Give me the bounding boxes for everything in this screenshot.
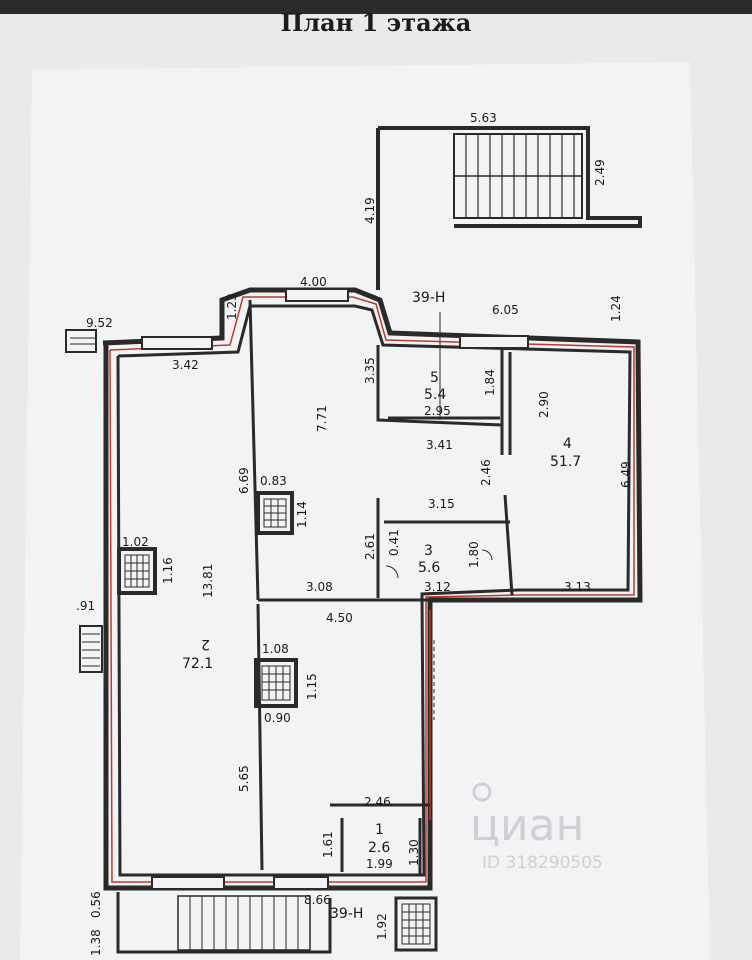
dim-label: 2.61 (363, 533, 377, 560)
dim-label: 2.46 (364, 795, 391, 809)
dim-label: 3.15 (428, 497, 455, 511)
windows (65, 288, 529, 890)
room-3-number: 3 (424, 543, 433, 559)
dim-label: 3.35 (363, 357, 377, 384)
dim-label: 1.84 (483, 369, 497, 396)
room-2-area: 72.1 (182, 656, 213, 672)
dim-label: 3.42 (172, 358, 199, 372)
cian-watermark: циан ID 318290505 (470, 782, 603, 873)
dim-label: 3.13 (564, 580, 591, 594)
dim-label: 8.66 (304, 893, 331, 907)
room-5-number: 5 (430, 370, 439, 386)
dim-label: 1.99 (366, 857, 393, 871)
paper-sheet (20, 62, 710, 960)
ventilation-shafts (117, 491, 438, 952)
door-swings (385, 549, 493, 720)
top-dark-edge (0, 0, 752, 14)
dim-label: 5.63 (470, 111, 497, 125)
room-1-area: 2.6 (368, 840, 390, 856)
dim-label: 3.12 (424, 580, 451, 594)
dim-label: 13.81 (201, 564, 215, 598)
watermark-id: ID 318290505 (482, 853, 603, 873)
dim-label: 9.52 (86, 316, 113, 330)
dim-label: 1.02 (122, 535, 149, 549)
interior-walls (248, 299, 528, 875)
dim-label: 0.56 (89, 891, 103, 918)
room-3-area: 5.6 (418, 560, 440, 576)
dim-label: 1.08 (262, 642, 289, 656)
upper-staircase (376, 126, 642, 290)
room-labels: 5 5.4 4 51.7 3 5.6 2 72.1 1 2.6 (182, 370, 581, 856)
dim-label: 1.16 (161, 557, 175, 584)
plan-title: План 1 этажа (280, 8, 472, 37)
dim-label: 1.80 (467, 541, 481, 568)
dim-label: 4.00 (300, 275, 327, 289)
dim-label: .91 (76, 599, 95, 613)
room-4-number: 4 (563, 436, 572, 452)
room-4-area: 51.7 (550, 454, 581, 470)
axis-label-top: 39-Н (412, 290, 445, 306)
room-2-number: 2 (201, 636, 210, 652)
dim-label: 0.41 (387, 529, 401, 556)
axis-label-bottom: 39-Н (330, 906, 363, 922)
watermark-brand: циан (470, 800, 584, 851)
dim-label: 6.69 (237, 467, 251, 494)
red-wall-lines (109, 296, 635, 883)
room-1-number: 1 (375, 822, 384, 838)
dim-label: 2.90 (537, 391, 551, 418)
dim-label: 1.14 (295, 501, 309, 528)
dim-label: 1.92 (375, 913, 389, 940)
dim-label: 0.83 (260, 474, 287, 488)
dim-label: 2.95 (424, 404, 451, 418)
dim-label: 4.19 (363, 197, 377, 224)
dim-label: 0.90 (264, 711, 291, 725)
left-facade-grating (70, 337, 100, 667)
watermark-logo-icon (472, 782, 492, 802)
dim-label: 1.23 (225, 293, 239, 320)
dim-label: 1.24 (609, 295, 623, 322)
dim-label: 7.71 (315, 405, 329, 432)
axis-labels: 39-Н 39-Н (330, 290, 445, 922)
dim-label: 4.50 (326, 611, 353, 625)
dim-label: 2.49 (593, 159, 607, 186)
lower-staircase (116, 892, 332, 954)
dim-label: 1.30 (407, 839, 421, 866)
dim-label: 6.49 (619, 461, 633, 488)
dim-label: 1.38 (89, 929, 103, 956)
dim-label: 1.61 (321, 831, 335, 858)
dim-label: 5.65 (237, 765, 251, 792)
dim-label: 3.41 (426, 438, 453, 452)
room-5-area: 5.4 (424, 387, 446, 403)
dim-label: 2.46 (479, 459, 493, 486)
dim-label: 6.05 (492, 303, 519, 317)
dim-label: 1.15 (305, 673, 319, 700)
dim-label: 3.08 (306, 580, 333, 594)
dimension-labels: 5.63 2.49 4.19 4.00 1.23 9.52 3.42 6.05 … (76, 111, 633, 956)
